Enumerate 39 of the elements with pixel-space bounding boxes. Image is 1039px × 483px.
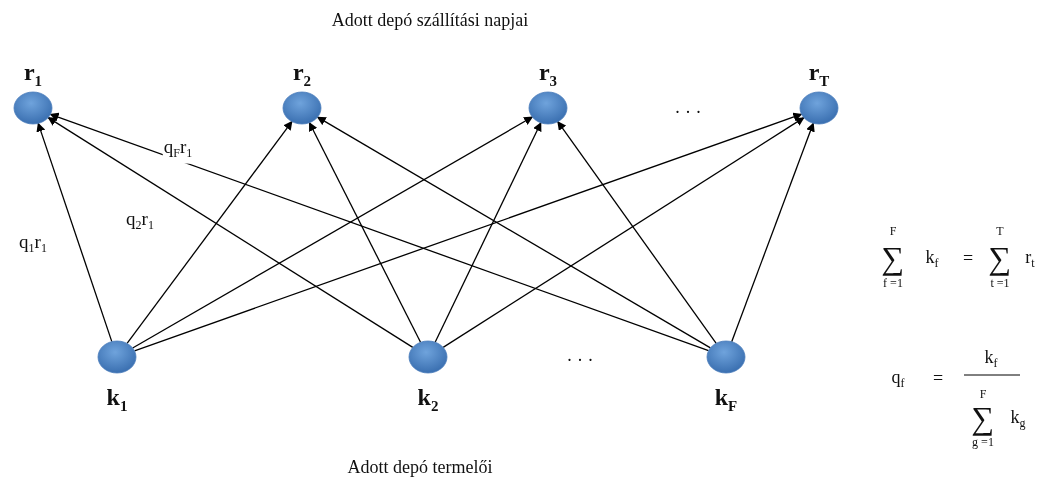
formula-term: r$_{t}$	[1025, 246, 1035, 273]
arrow	[132, 116, 534, 349]
formula-term: q$_{f}$	[891, 366, 905, 393]
formula-term: ∑	[988, 242, 1012, 274]
formula-term: g =1	[972, 435, 994, 449]
formula-term: k$_{f}$	[925, 246, 939, 273]
arrow	[47, 116, 414, 349]
formula-term: F	[979, 387, 987, 401]
arrow	[442, 117, 805, 348]
arrow	[308, 121, 422, 343]
formula-term: t =1	[990, 276, 1010, 290]
arrow	[36, 122, 113, 343]
formula-term: f =1	[883, 276, 903, 290]
node-label: r$_{2}$	[291, 60, 313, 91]
formula-term: =	[932, 368, 944, 388]
formula-term: ∑	[971, 402, 995, 434]
formula-term: T	[996, 224, 1004, 238]
ellipsis: · · ·	[566, 350, 594, 370]
node-label: k$_{2}$	[416, 385, 440, 416]
formula-term: k$_{g}$	[1010, 406, 1026, 433]
caption: Adott depó termelői	[347, 457, 493, 477]
arrow	[126, 120, 293, 345]
arrow	[316, 116, 712, 349]
title: Adott depó szállítási napjai	[331, 10, 529, 30]
formula-term: F	[889, 224, 897, 238]
arrow	[557, 121, 717, 344]
formula-term: =	[962, 248, 974, 268]
arrow	[731, 122, 815, 343]
formula-term: k$_{f}$	[984, 346, 998, 373]
arrow	[133, 112, 803, 352]
node-label: k$_{F}$	[713, 385, 739, 416]
node-label: r$_{1}$	[22, 60, 44, 91]
arrow	[434, 122, 542, 343]
ellipsis: · · ·	[674, 102, 702, 122]
arrow	[49, 112, 710, 352]
node-label: r$_{3}$	[537, 60, 559, 91]
node-label: k$_{1}$	[105, 385, 129, 416]
formula-term: ∑	[881, 242, 905, 274]
node-label: r$_{T}$	[807, 60, 831, 91]
